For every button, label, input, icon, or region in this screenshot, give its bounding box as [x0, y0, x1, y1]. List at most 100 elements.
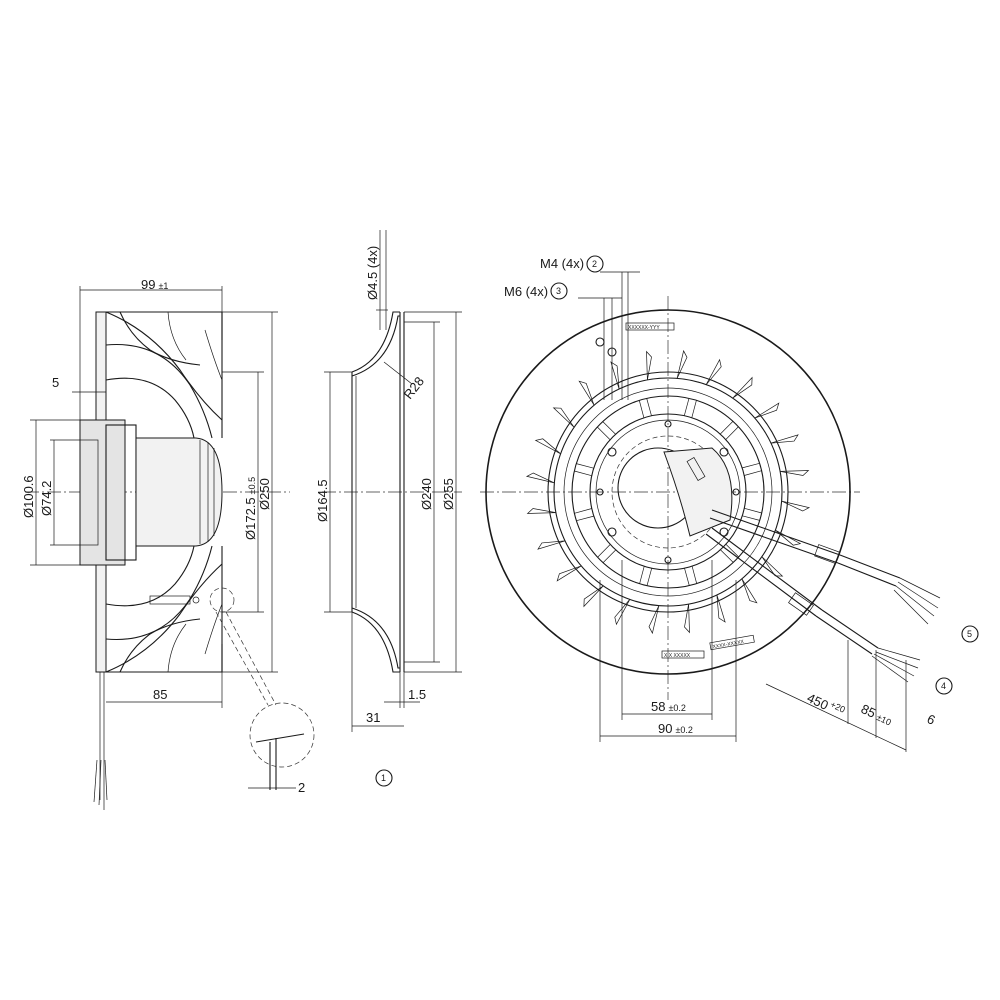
dim-172-label: Ø172.5 ±0.5 [243, 477, 258, 540]
blade-tip [552, 407, 575, 428]
dim-90-label: 90±0.2 [658, 721, 693, 736]
callout-4-label: 4 [941, 681, 946, 691]
m4-label: M4 (4x) [540, 256, 584, 271]
blade-tip [741, 578, 758, 604]
blade-tip [676, 349, 688, 379]
upper-blades [105, 311, 223, 439]
dim-250-label: Ø250 [257, 478, 272, 510]
spoke-edge [684, 568, 690, 586]
plate-bottom [661, 650, 705, 659]
inlet-ring-view: Ø4.5 (4x) R28 Ø164.5 Ø240 Ø255 1.5 31 1 [315, 230, 462, 787]
dim-85-label: 85 [153, 687, 167, 702]
dim-15-label: 1.5 [408, 687, 426, 702]
blade-tip [583, 585, 604, 608]
plate-right-text: XXXX-XXXXX [712, 639, 745, 651]
dim-85c-tol: ±10 [875, 712, 893, 727]
electronics-box [663, 447, 733, 537]
dim-450-value: 450 [805, 690, 831, 713]
dim-450-label: 450+20 [805, 689, 847, 720]
r28-leader [383, 361, 413, 385]
detail-circle [249, 702, 315, 768]
blade-tip [537, 540, 566, 550]
side-cable [93, 672, 108, 810]
dim-172-tol: ±0.5 [247, 477, 257, 494]
ring-114 [553, 377, 783, 607]
dim-6-label: 6 [925, 711, 938, 728]
impeller-outer-disc [485, 309, 851, 675]
callout-1-circle [375, 769, 393, 787]
detail-leader-2 [215, 611, 269, 706]
spoke-edge [725, 543, 739, 558]
ring-104 [563, 387, 773, 597]
dim-5-label: 5 [52, 375, 59, 390]
hole-label: Ø4.5 (4x) [365, 246, 380, 300]
blade-tip [684, 604, 690, 634]
spoke-edge [691, 400, 697, 418]
spoke-edge [576, 463, 594, 469]
spoke-edge [597, 426, 611, 441]
spoke-edge [602, 421, 616, 435]
hub-inner [79, 439, 99, 546]
blade-tip [754, 402, 780, 419]
callout-3-circle [550, 282, 568, 300]
plate-right [709, 634, 755, 651]
spoke-edge [646, 398, 652, 416]
blade-tip [525, 472, 555, 484]
plate-top-text: XXXXXX-YYY [628, 325, 660, 331]
blade-tip [578, 380, 595, 406]
spoke-edge [574, 470, 592, 477]
blade-tip [770, 434, 799, 444]
detail-edge [255, 733, 305, 743]
detail-dim-label: 2 [298, 780, 305, 795]
callout-2-label: 2 [592, 259, 597, 269]
spoke-edge [744, 470, 762, 476]
spoke-edge [742, 462, 760, 469]
dim-172-value: Ø172.5 [243, 497, 258, 540]
spoke-edge [574, 508, 592, 514]
dim-90-value: 90 [658, 721, 672, 736]
callout-5-label: 5 [967, 629, 972, 639]
dim-164-label: Ø164.5 [315, 479, 330, 522]
ring-lower-inner [351, 607, 400, 669]
callout-2-circle [586, 255, 604, 273]
spoke-edge [744, 507, 762, 514]
blade-tip [732, 376, 753, 399]
callout-3-label: 3 [556, 286, 561, 296]
ring-96 [571, 395, 765, 589]
electronics-label [686, 456, 706, 482]
spoke-edge [742, 515, 760, 521]
cable-upper [709, 509, 941, 625]
dim-450-tol: +20 [829, 699, 847, 715]
plate-bottom-text: X X XXXXX [664, 653, 691, 659]
dim-240-label: Ø240 [419, 478, 434, 510]
ring-120 [547, 371, 789, 613]
spoke-edge [683, 398, 690, 416]
blade-tip [534, 438, 561, 455]
detail-leader-1 [225, 611, 277, 706]
m6-label: M6 (4x) [504, 284, 548, 299]
ring-lower-outer [351, 611, 400, 673]
spoke-edge [639, 566, 645, 584]
callout-1-label: 1 [381, 773, 386, 783]
blade-tip [646, 350, 652, 380]
dim-58-label: 58±0.2 [651, 699, 686, 714]
motor-hub [79, 419, 126, 566]
dim-99-value: 99 [141, 277, 155, 292]
dim-99-tol: ±1 [158, 281, 168, 291]
m4-hole-marker [595, 337, 605, 347]
spoke-edge [576, 515, 594, 522]
blade-tips [525, 349, 811, 635]
spoke-edge [638, 400, 645, 418]
spoke-edge [719, 421, 734, 435]
dim-100-label: Ø100.6 [21, 475, 36, 518]
blade-tip [716, 594, 726, 623]
blade-tip [781, 500, 811, 512]
dim-58-value: 58 [651, 699, 665, 714]
side-view: 2 99±1 5 Ø100.6 Ø74.2 Ø172.5±0.5 Ø250 [21, 277, 315, 810]
dim-90-tol: ±0.2 [675, 725, 692, 735]
front-view: XXXXXX-YYY X X XXXXX XXXX-XXXXX M4 (4x) … [480, 255, 979, 752]
dim-99-label: 99±1 [141, 277, 168, 292]
motor-plate-outer [589, 413, 747, 571]
callout-4-circle [935, 677, 953, 695]
